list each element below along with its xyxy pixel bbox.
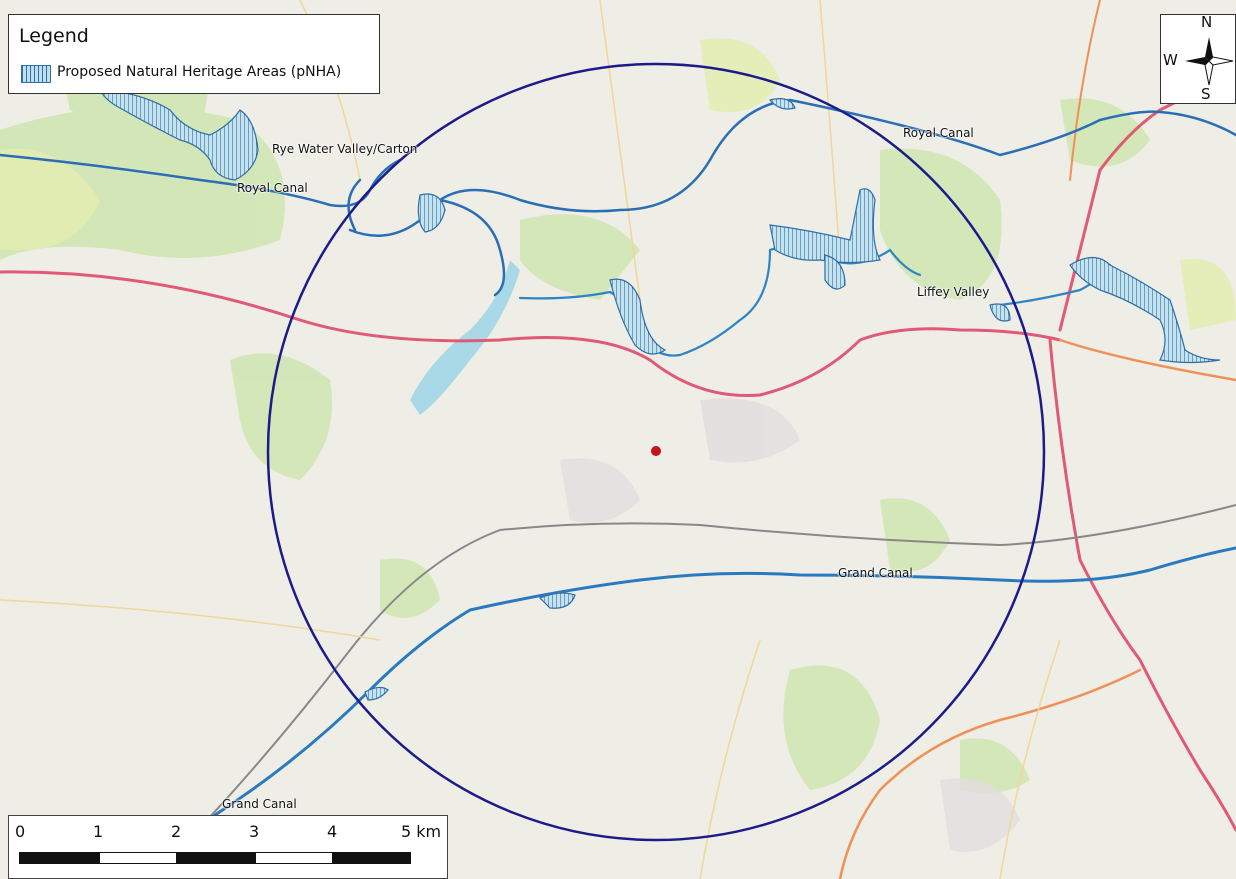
scale-segment-1 bbox=[19, 852, 99, 864]
label-grand-canal-south: Grand Canal bbox=[222, 797, 297, 811]
urban-areas bbox=[560, 398, 1020, 852]
north-arrow-panel: N S W bbox=[1160, 13, 1236, 104]
label-grand-canal-centre: Grand Canal bbox=[838, 566, 913, 580]
pnha-areas bbox=[99, 89, 1221, 701]
river-patch bbox=[410, 260, 520, 415]
buffer-circle bbox=[266, 62, 1046, 842]
railway-line bbox=[149, 504, 1236, 879]
scale-tick-1: 1 bbox=[93, 822, 104, 841]
scale-tick-0: 0 bbox=[15, 822, 26, 841]
north-label: N bbox=[1201, 13, 1213, 31]
legend-panel: Legend Proposed Natural Heritage Areas (… bbox=[8, 14, 380, 94]
minor-roads bbox=[0, 0, 1061, 879]
scale-tick-3: 3 bbox=[249, 822, 260, 841]
legend-item-pnha-label: Proposed Natural Heritage Areas (pNHA) bbox=[57, 64, 342, 80]
scale-tick-5: 5 km bbox=[401, 822, 442, 841]
scale-segment-4 bbox=[255, 852, 333, 864]
scale-segment-5 bbox=[333, 852, 411, 864]
label-rye-water-valley: Rye Water Valley/Carton bbox=[272, 142, 418, 156]
site-location-marker-icon bbox=[651, 446, 661, 456]
scale-tick-2: 2 bbox=[171, 822, 182, 841]
scale-segment-2 bbox=[99, 852, 177, 864]
yellow-areas bbox=[0, 38, 1236, 330]
scale-tick-4: 4 bbox=[327, 822, 338, 841]
scale-segment-3 bbox=[177, 852, 255, 864]
compass-rose-icon bbox=[1185, 37, 1234, 86]
pnha-hatch-swatch-icon bbox=[21, 65, 51, 83]
label-royal-canal-east: Royal Canal bbox=[903, 126, 974, 140]
west-label: W bbox=[1163, 51, 1178, 69]
scale-bar-panel: 0 1 2 3 4 5 km bbox=[8, 815, 448, 879]
south-label: S bbox=[1201, 85, 1211, 103]
label-liffey-valley: Liffey Valley bbox=[917, 285, 990, 299]
legend-title: Legend bbox=[19, 25, 89, 47]
label-royal-canal-west: Royal Canal bbox=[237, 181, 308, 195]
